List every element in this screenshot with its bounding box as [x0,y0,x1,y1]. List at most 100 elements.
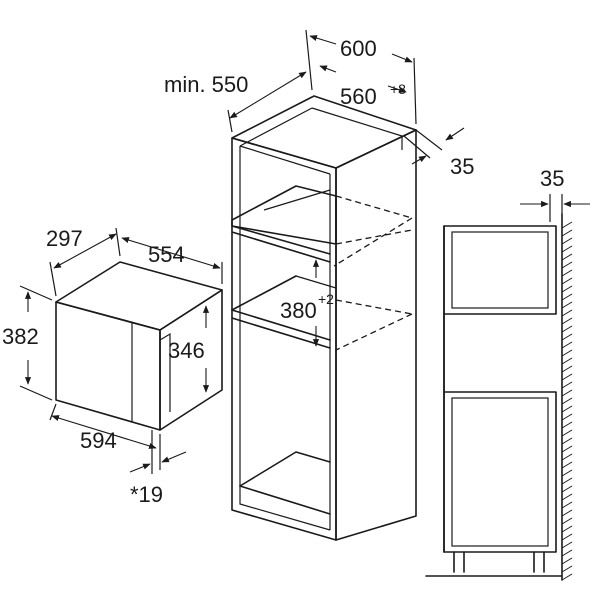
microwave-dimensions: 297 554 382 346 594 *19 [2,226,223,507]
shelf-bottom-front [239,485,331,515]
cabinet-back-edge [239,107,313,147]
wall-hatch-line [561,309,573,317]
section-lower-inner [451,397,549,547]
wall-hatch-line [561,557,573,565]
wall-hatch-line [561,437,573,445]
dim-600-right [391,53,413,63]
shelf-upper-under [231,231,331,263]
cabinet-drawing [231,95,417,541]
wall-hatch-line [561,469,573,477]
niche-width-tol-label: +8 [390,81,406,97]
side-section-drawing [425,213,573,581]
ext-line [19,285,53,301]
cabinet-back-edge [311,107,403,137]
dim-35-left [411,155,427,165]
dim-550 [229,71,307,119]
wall-hatch-line [561,333,573,341]
wall-hatch-line [561,565,573,573]
shelf-lower-side [295,275,337,289]
wall-hatch-line [561,493,573,501]
wall-hatch-line [561,365,573,373]
dim-19-left [129,463,151,473]
wall-hatch-line [561,533,573,541]
ext-line [227,109,233,133]
wall-hatch-line [561,405,573,413]
wall-hatch-line [561,453,573,461]
shelf-lower-back [231,275,297,311]
niche-width-label: 560 [340,84,377,109]
section-lower-box [443,391,557,553]
section-upper-box [443,225,557,315]
shelf-bottom [239,451,331,487]
cabinet-dimensions: 600 min. 550 560 +8 35 380 +2 [164,29,474,347]
wall-hatch-line [561,509,573,517]
wall-hatch-line [561,413,573,421]
wall-hatch-line [561,389,573,397]
mw-inner-height-label: 346 [168,338,205,363]
mw-height-label: 382 [2,324,39,349]
cab-gap-label: 35 [450,154,474,179]
wall-hatch-line [561,229,573,237]
ext-line [49,403,57,421]
dim-35-right [445,127,465,141]
ext-line [115,227,121,257]
wall-hatch-line [561,301,573,309]
dim-19-right [161,451,187,463]
wall-hatch-line [561,237,573,245]
wall-hatch-line [561,461,573,469]
cab-width-label: 600 [340,36,377,61]
mw-offset-label: *19 [130,482,163,507]
ext-line [415,129,443,151]
dim-600-left [309,35,337,45]
shelf-upper-front [231,225,331,255]
wall-hatch-line [561,501,573,509]
dim-560-left [319,65,337,73]
wall-hatch-line [561,261,573,269]
wall-hatch-line [561,541,573,549]
ext-line [49,261,57,297]
mw-depth-label: 297 [46,226,83,251]
ext-line [403,135,431,159]
wall-hatch-line [561,421,573,429]
shelf-upper-outline [231,185,337,245]
wall-hatch-line [561,245,573,253]
niche-dash [335,229,413,245]
mw-width-front-label: 594 [80,428,117,453]
wall-hatch-line [561,517,573,525]
wall-hatch-line [561,445,573,453]
wall-hatch-line [561,381,573,389]
wall-hatch-line [561,525,573,533]
wall-hatch-line [561,485,573,493]
wall-gap-dimension: 35 [520,166,590,222]
wall-hatch-line [561,349,573,357]
dim-560-right [387,85,407,93]
wall-hatch-line [561,397,573,405]
wall-hatch-line [561,429,573,437]
mw-width-top-label: 554 [148,242,185,267]
wall-hatch-line [561,221,573,229]
wall-hatch-line [561,325,573,333]
shelf-upper-back [263,189,331,211]
niche-dash [335,313,413,351]
wall-hatch-line [561,293,573,301]
wall-hatch-line [561,269,573,277]
microwave-front [55,301,161,431]
wall-hatch-line [561,477,573,485]
niche-height-label: 380 [280,298,317,323]
dim-594 [51,415,157,449]
cabinet-side [335,129,417,541]
niche-height-tol-label: +2 [318,291,334,307]
microwave-side [159,289,223,431]
cabinet-inner-left [239,146,331,531]
cabinet-front [231,137,337,541]
wall-hatch-line [561,549,573,557]
microwave-frame-step [159,332,171,412]
wall-hatch-line [561,285,573,293]
dim-297 [53,233,117,269]
wall-hatch-line [561,573,573,581]
ext-line [413,57,417,125]
cabinet-inner-top [239,145,331,175]
ext-line [19,385,53,401]
wall-hatch-line [561,357,573,365]
